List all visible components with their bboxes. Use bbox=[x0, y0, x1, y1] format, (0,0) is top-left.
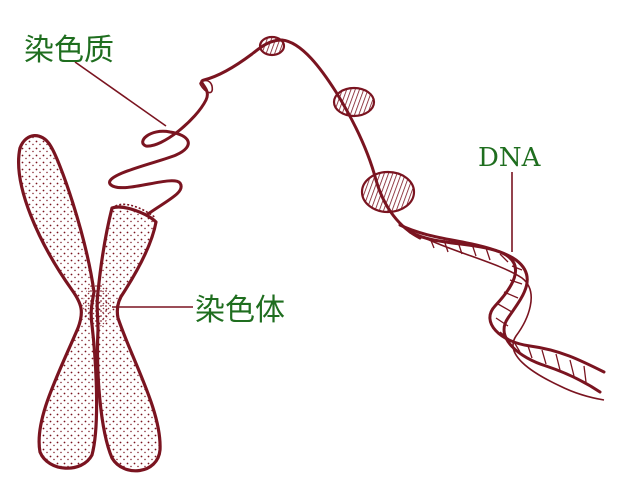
chromatid-right bbox=[97, 207, 160, 471]
chromosome-label: 染色体 bbox=[195, 293, 285, 328]
chromatin-fibre bbox=[110, 37, 420, 238]
chromatin-label: 染色质 bbox=[24, 33, 114, 68]
dna-label: DNA bbox=[478, 143, 542, 173]
nucleosome bbox=[260, 37, 284, 55]
nucleosome bbox=[334, 88, 374, 116]
chromatin-leader-line bbox=[75, 62, 166, 126]
dna-double-helix bbox=[400, 225, 604, 400]
centromere bbox=[83, 283, 111, 327]
helix-strand-a bbox=[400, 225, 604, 372]
nucleosome bbox=[362, 172, 414, 212]
base-pairs bbox=[430, 238, 586, 382]
